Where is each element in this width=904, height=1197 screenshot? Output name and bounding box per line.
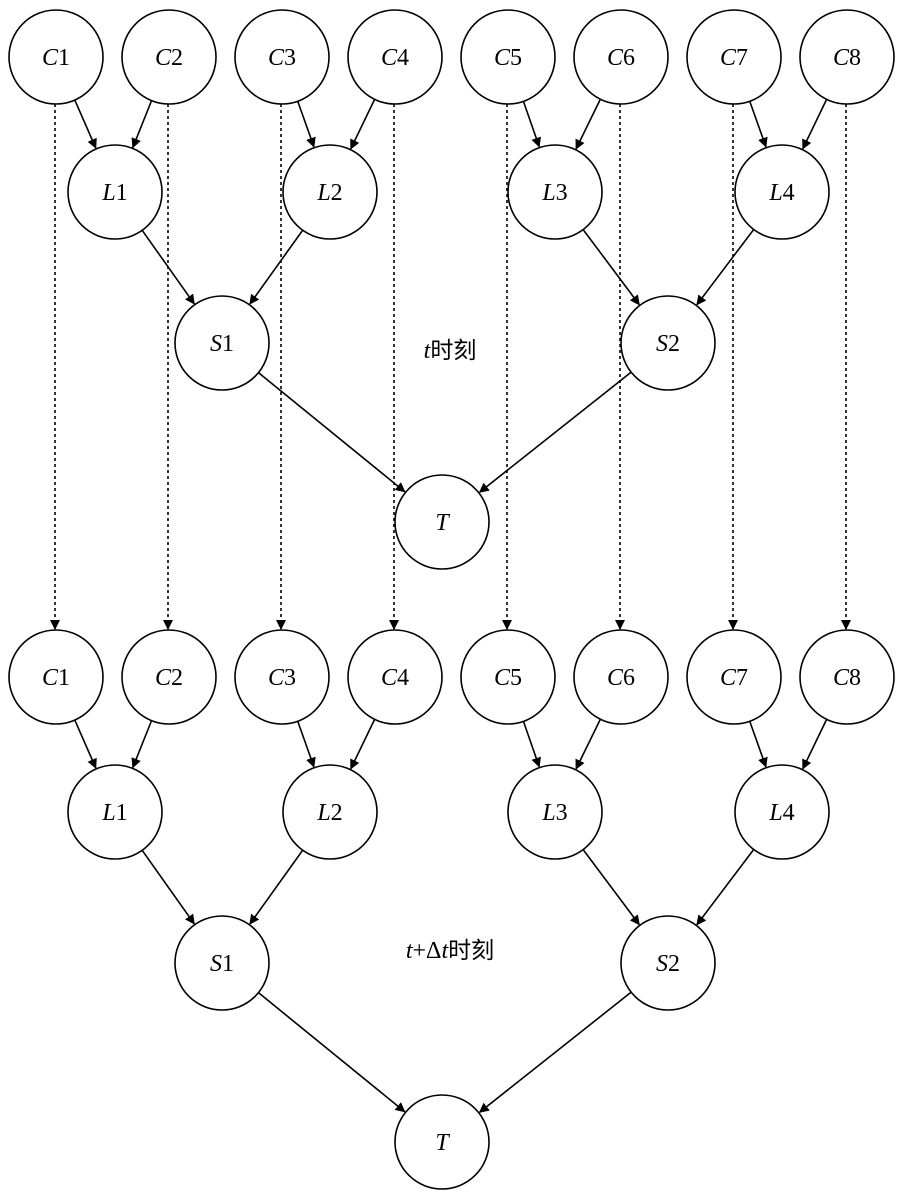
edge-C2-L1	[131, 100, 153, 149]
node-C5: C5	[460, 629, 556, 725]
edge-C3-L2	[296, 721, 316, 768]
node-C3: C3	[234, 629, 330, 725]
node-label: C2	[155, 665, 183, 691]
node-label: C6	[607, 665, 635, 691]
node-label: T	[435, 510, 450, 536]
node-L1: L1	[67, 764, 163, 860]
node-C2: C2	[121, 629, 217, 725]
node-L2: L2	[282, 144, 378, 240]
edge-C7-L4	[748, 101, 768, 148]
node-C1: C1	[8, 9, 104, 105]
node-label: L4	[768, 800, 794, 826]
node-label: C1	[42, 665, 70, 691]
node-label: C1	[42, 45, 70, 71]
node-label: S1	[210, 951, 234, 977]
node-label: C7	[720, 665, 748, 691]
edge-L1-S1	[141, 849, 195, 925]
node-label: T	[435, 1130, 450, 1156]
node-C3: C3	[234, 9, 330, 105]
edge-L2-S1	[249, 229, 304, 305]
edge-C4-L2	[350, 99, 376, 150]
node-C4: C4	[347, 629, 443, 725]
node-label: S1	[210, 331, 234, 357]
node-T: T	[394, 474, 490, 570]
node-L4: L4	[734, 764, 830, 860]
node-L4: L4	[734, 144, 830, 240]
time-label: t+Δt时刻	[406, 938, 494, 964]
node-L2: L2	[282, 764, 378, 860]
time-label: t时刻	[424, 338, 477, 364]
node-S1: S1	[174, 295, 270, 391]
node-C1: C1	[8, 629, 104, 725]
node-L3: L3	[507, 144, 603, 240]
node-C4: C4	[347, 9, 443, 105]
edge-S1-T	[257, 372, 406, 493]
node-label: L4	[768, 180, 794, 206]
node-label: L1	[101, 800, 127, 826]
node-label: L2	[316, 800, 342, 826]
node-label: C8	[833, 665, 861, 691]
edge-C6-L3	[575, 98, 602, 150]
node-label: S2	[656, 951, 680, 977]
node-C8: C8	[799, 9, 895, 105]
node-label: L3	[541, 180, 567, 206]
edge-L3-S2	[582, 849, 640, 926]
node-label: L3	[541, 800, 567, 826]
edge-S1-T	[257, 992, 406, 1113]
edge-C8-L4	[802, 719, 828, 770]
edge-L4-S2	[696, 229, 755, 306]
node-label: S2	[656, 331, 680, 357]
edge-S2-T	[478, 991, 632, 1113]
node-L3: L3	[507, 764, 603, 860]
edge-C6-L3	[575, 718, 602, 770]
edge-L2-S1	[249, 849, 304, 925]
node-label: C7	[720, 45, 748, 71]
node-S2: S2	[620, 295, 716, 391]
node-S1: S1	[174, 915, 270, 1011]
edge-C1-L1	[74, 719, 97, 769]
edge-C3-L2	[296, 101, 316, 148]
node-label: C4	[381, 45, 409, 71]
node-label: C3	[268, 45, 296, 71]
edge-L4-S2	[696, 849, 755, 926]
edge-C2-L1	[131, 720, 153, 769]
node-S2: S2	[620, 915, 716, 1011]
node-L1: L1	[67, 144, 163, 240]
node-label: C5	[494, 665, 522, 691]
node-C7: C7	[686, 9, 782, 105]
node-T: T	[394, 1094, 490, 1190]
node-label: L2	[316, 180, 342, 206]
edges-layer	[50, 98, 851, 1113]
node-C5: C5	[460, 9, 556, 105]
edge-C1-L1	[74, 99, 97, 149]
edge-C5-L3	[522, 721, 541, 768]
node-label: C2	[155, 45, 183, 71]
edge-L3-S2	[582, 229, 640, 306]
node-C2: C2	[121, 9, 217, 105]
edge-C7-L4	[748, 721, 768, 768]
node-C7: C7	[686, 629, 782, 725]
node-label: C8	[833, 45, 861, 71]
edge-C8-L4	[802, 99, 828, 150]
node-label: C4	[381, 665, 409, 691]
edge-C5-L3	[522, 101, 541, 148]
node-label: L1	[101, 180, 127, 206]
node-C6: C6	[573, 9, 669, 105]
node-C6: C6	[573, 629, 669, 725]
edge-S2-T	[478, 371, 632, 493]
edge-C4-L2	[350, 719, 376, 770]
node-label: C3	[268, 665, 296, 691]
labels-layer: t时刻 t+Δt时刻	[406, 338, 494, 964]
node-label: C6	[607, 45, 635, 71]
node-label: C5	[494, 45, 522, 71]
node-C8: C8	[799, 629, 895, 725]
